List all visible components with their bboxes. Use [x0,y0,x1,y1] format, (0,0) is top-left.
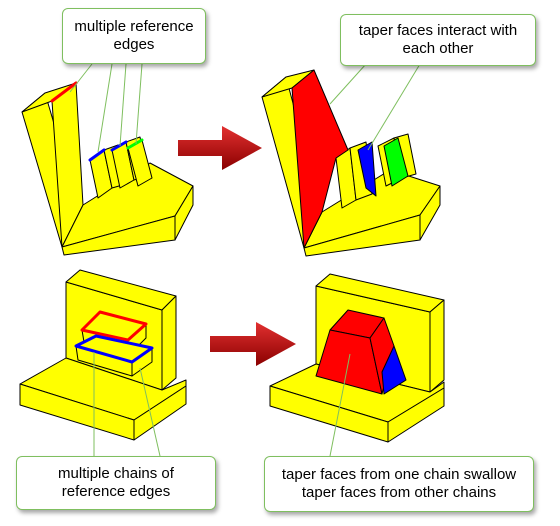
reference-edge-red [50,81,78,103]
panel-top-right-solid [261,69,441,257]
reference-chain-red [80,310,148,342]
panel-top-left-leaders [69,63,143,153]
reference-edge-blue-2 [110,140,128,152]
panel-top-left-solid [21,82,194,256]
reference-chain-blue [74,334,154,364]
callout-taper-faces-interact: taper faces interact with each other [340,14,536,66]
panel-bottom-left-leaders [93,352,161,457]
arrow-right-top [178,126,262,170]
callout-taper-faces-interact-text: taper faces interact with each other [358,22,518,57]
frustum-side-blue [381,345,407,395]
taper-face-red [291,69,349,249]
panel-top-right-tapers [291,69,409,249]
callout-taper-faces-swallow: taper faces from one chain swallow taper… [264,456,534,512]
taper-face-green [383,137,409,187]
reference-edge-blue [88,148,106,162]
panel-bottom-left-edges [74,310,154,364]
callout-multiple-reference-edges: multiple reference edges [62,8,206,64]
panel-bottom-right-frustum [315,309,407,395]
arrow-right-bottom [210,322,296,366]
callout-multiple-chains: multiple chains of reference edges [16,456,216,510]
taper-face-blue [357,141,377,197]
reference-edge-green [126,138,144,150]
callout-multiple-chains-text: multiple chains of reference edges [58,465,174,500]
panel-top-left-edges [50,81,144,162]
panel-bottom-right-leaders [329,353,351,457]
callout-multiple-reference-edges-text: multiple reference edges [74,18,194,53]
callout-taper-faces-swallow-text: taper faces from one chain swallow taper… [281,466,517,501]
panel-top-right-leaders [329,63,421,151]
